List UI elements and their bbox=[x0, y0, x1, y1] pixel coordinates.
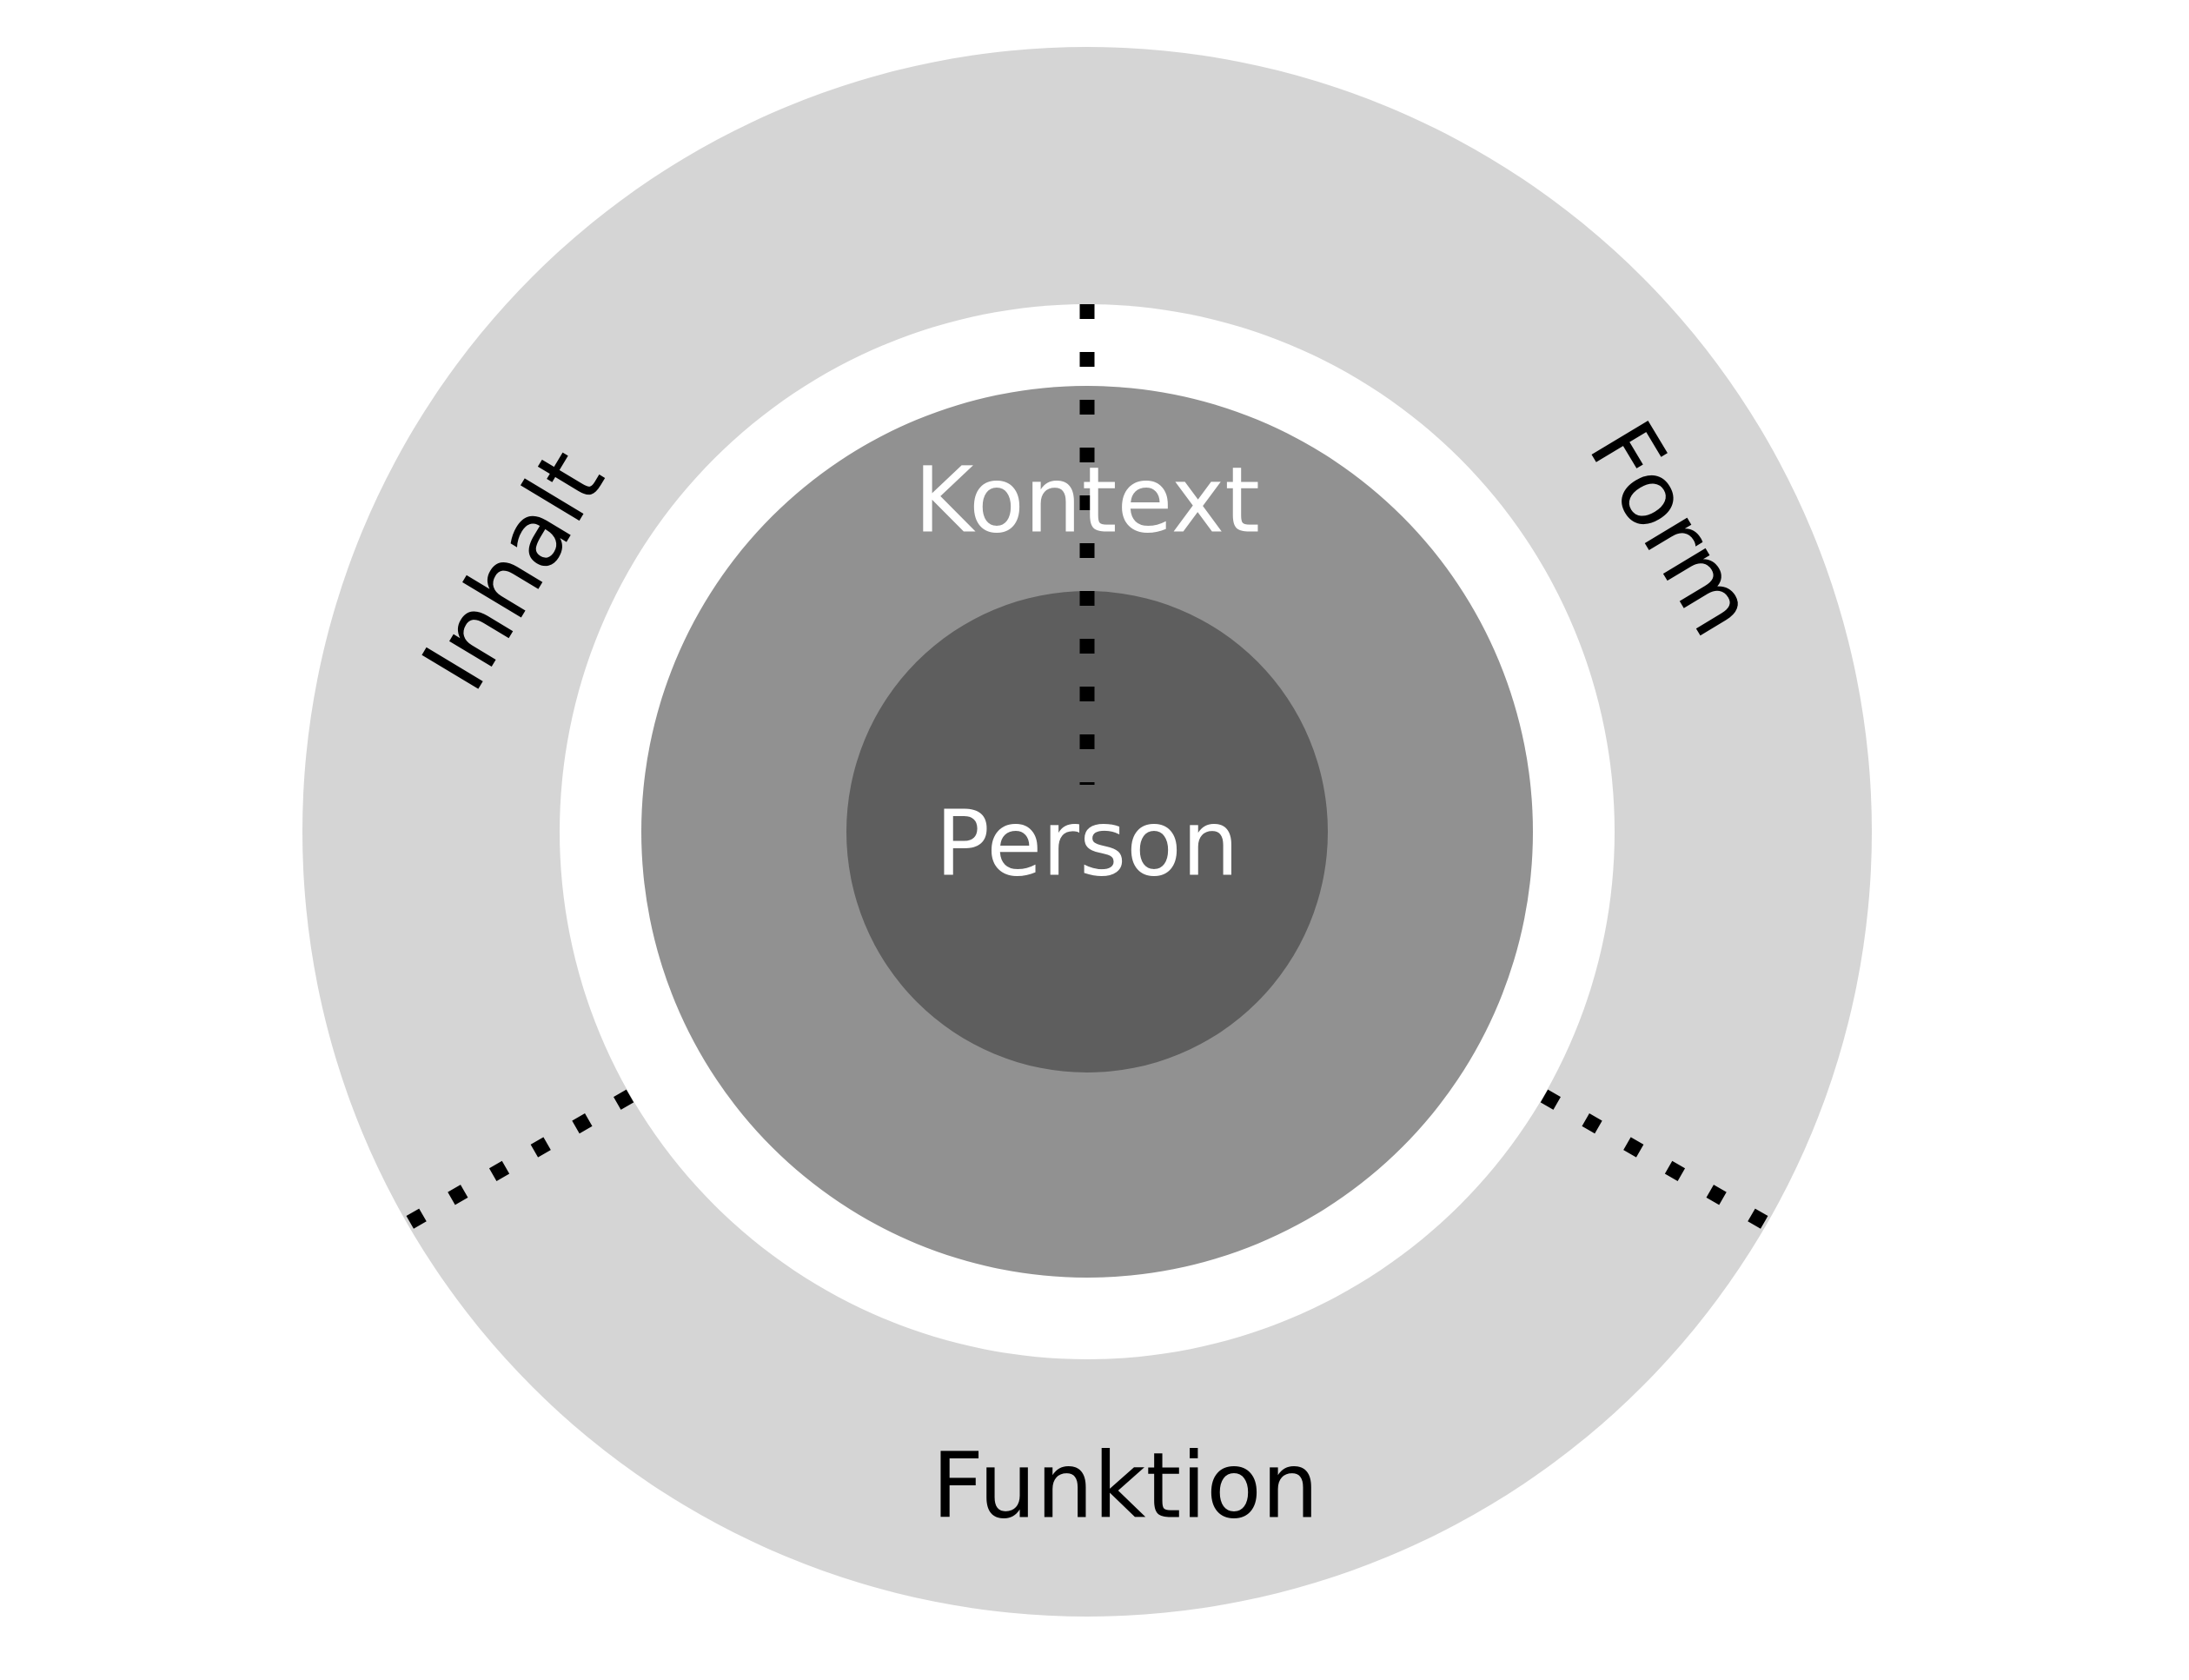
label-group-funktion: Funktion bbox=[932, 1432, 1318, 1538]
person-circle[interactable] bbox=[846, 591, 1328, 1072]
label-group-kontext: Kontext bbox=[914, 447, 1260, 553]
circle-label-person: Person bbox=[935, 790, 1238, 896]
circle-label-kontext: Kontext bbox=[914, 447, 1260, 553]
label-group-person: Person bbox=[935, 790, 1238, 896]
ring-label-funktion: Funktion bbox=[932, 1432, 1318, 1538]
